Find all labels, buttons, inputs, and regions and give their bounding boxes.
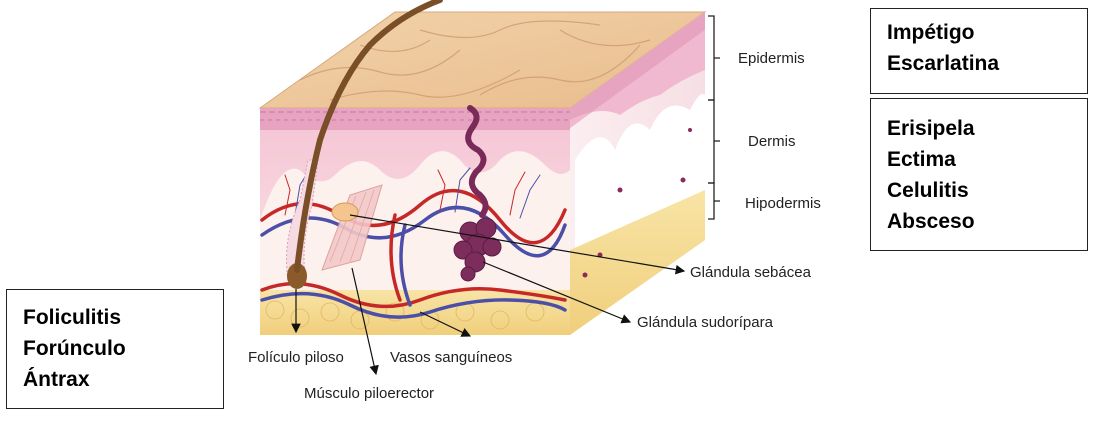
infection-ectima: Ectima bbox=[887, 148, 956, 171]
hypodermis-front bbox=[260, 290, 570, 335]
label-sweat-gland: Glándula sudorípara bbox=[637, 314, 774, 331]
side-hypodermis bbox=[570, 190, 705, 335]
epidermis-front bbox=[260, 108, 570, 130]
layer-brackets bbox=[708, 15, 720, 220]
leader-lines bbox=[291, 214, 686, 376]
infection-erisipela: Erisipela bbox=[887, 117, 975, 140]
surface-creases bbox=[299, 20, 651, 101]
leader-sweat bbox=[482, 261, 632, 324]
infection-escarlatina: Escarlatina bbox=[887, 52, 1000, 75]
hair-shaft bbox=[294, 0, 443, 273]
box-follicle-infections: Foliculitis Forúnculo Ántrax bbox=[6, 289, 224, 409]
infection-impetigo: Impétigo bbox=[887, 21, 975, 44]
leader-vessels bbox=[419, 311, 472, 337]
label-dermis: Dermis bbox=[748, 133, 796, 150]
box-epidermis-infections: Impétigo Escarlatina bbox=[870, 8, 1088, 94]
leader-muscle bbox=[351, 267, 379, 376]
label-epidermis: Epidermis bbox=[738, 50, 805, 67]
hair-bulb bbox=[287, 263, 307, 289]
label-blood-vessels: Vasos sanguíneos bbox=[390, 349, 512, 366]
blood-vessels bbox=[260, 188, 567, 319]
label-hair-follicle: Folículo piloso bbox=[248, 349, 344, 366]
label-hypodermis: Hipodermis bbox=[745, 195, 821, 212]
infection-forunculo: Forúnculo bbox=[23, 337, 126, 360]
side-white-dermis bbox=[575, 94, 705, 270]
infection-antrax: Ántrax bbox=[23, 368, 90, 391]
label-arrector-muscle: Músculo piloerector bbox=[304, 385, 434, 402]
infection-absceso: Absceso bbox=[887, 210, 975, 233]
infection-celulitis: Celulitis bbox=[887, 179, 969, 202]
label-sebaceous-gland: Glándula sebácea bbox=[690, 264, 812, 281]
leader-sebaceous bbox=[349, 214, 686, 275]
sebaceous-gland bbox=[331, 202, 359, 222]
sweat-gland-duct bbox=[465, 105, 489, 218]
sweat-gland-coil bbox=[453, 217, 502, 282]
box-dermis-infections: Erisipela Ectima Celulitis Absceso bbox=[870, 98, 1088, 251]
infection-foliculitis: Foliculitis bbox=[23, 306, 122, 329]
